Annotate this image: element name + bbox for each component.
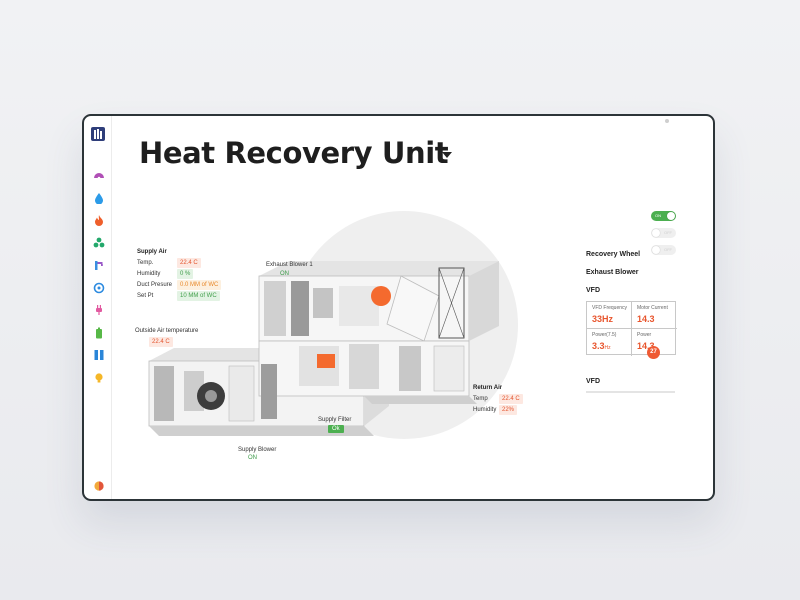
outside-air-label: Outside Air temperature [135,328,199,334]
logo-icon[interactable] [91,127,105,141]
faucet-icon[interactable] [93,259,105,271]
flame-icon[interactable] [93,214,105,226]
gauge-icon[interactable] [93,169,105,181]
chevron-down-icon[interactable] [442,152,452,158]
motor-current-label: Motor Current [637,305,668,311]
columns-icon[interactable] [93,349,105,361]
toggle-knob [652,246,660,254]
page-title: Heat Recovery Unit [139,136,449,170]
supply-blower-status: ON [248,455,257,461]
app-window: Heat Recovery Unit [82,114,715,501]
supply-air-title: Supply Air [137,249,167,255]
exhaust-blower-status: ON [280,271,289,277]
battery-icon[interactable] [93,327,105,339]
supply-air-temp-value: 22.4 C [177,258,201,268]
supply-air-humidity-label: Humidity [137,271,161,277]
motor-current-value: 14.3 [637,314,655,324]
power-value: 14.3 [637,341,655,351]
supply-air-duct-pressure-label: Duct Presure [137,282,173,288]
vfd-title: VFD [586,287,600,294]
supply-air-set-point-value: 10 MM of WC [177,291,220,301]
toggle-knob [667,212,675,220]
fan-icon[interactable] [93,237,105,249]
toggle-recovery-wheel[interactable]: ON [651,211,676,221]
theme-toggle-icon[interactable] [93,480,105,492]
water-drop-icon[interactable] [93,192,105,204]
toggle-knob [652,229,660,237]
supply-air-humidity-value: 0 % [177,269,194,279]
return-air-temp-label: Temp [473,396,488,402]
notification-badge[interactable]: 27 [647,346,660,359]
supply-air-duct-pressure-value: 0.0 MM of WC [177,280,222,290]
recycle-icon[interactable] [93,282,105,294]
return-air-temp-value: 22.4 C [499,394,523,404]
toggle-exhaust-blower[interactable]: OFF [651,228,676,238]
toggle-label: OFF [664,247,672,252]
heat-recovery-unit-illustration [148,261,499,436]
motor-current-cell: Motor Current 14.3 [632,302,677,329]
lightbulb-icon[interactable] [93,372,105,384]
return-air-humidity-label: Humidity [473,407,497,413]
return-air-humidity-value: 22% [499,405,518,415]
sidebar [84,116,112,499]
vfd-readings: VFD Frequency 33Hz Motor Current 14.3 Po… [586,301,677,356]
power-label: Power [637,332,652,338]
vfd-divider [586,391,675,393]
outside-air-value: 22.4 C [149,337,173,347]
supply-filter-label: Supply Filter [318,417,352,423]
power-75-label: Power(7.5) [592,332,617,338]
supply-air-temp-label: Temp. [137,260,154,266]
vfd-title-secondary: VFD [586,378,600,385]
toggle-label: ON [655,213,661,218]
supply-air-set-point-label: Set Pt [137,293,154,299]
toggle-vfd[interactable]: OFF [651,245,676,255]
return-air-title: Return Air [473,385,503,391]
toggle-label: OFF [664,230,672,235]
camera-dot [665,119,669,123]
power-75-value: 3.3Hz [592,341,611,351]
supply-blower-label: Supply Blower [238,447,277,453]
exhaust-blower-panel-label: Exhaust Blower [586,269,639,276]
vfd-frequency-value: 33Hz [592,314,614,324]
plug-icon[interactable] [93,304,105,316]
supply-filter-status: Ok [328,425,344,433]
exhaust-blower-label: Exhaust Blower 1 [266,262,313,268]
recovery-wheel-label: Recovery Wheel [586,251,641,258]
power-75-cell: Power(7.5) 3.3Hz [587,329,632,356]
vfd-frequency-cell: VFD Frequency 33Hz [587,302,632,329]
power-cell: Power 14.3 [632,329,677,356]
vfd-frequency-label: VFD Frequency [592,305,628,311]
